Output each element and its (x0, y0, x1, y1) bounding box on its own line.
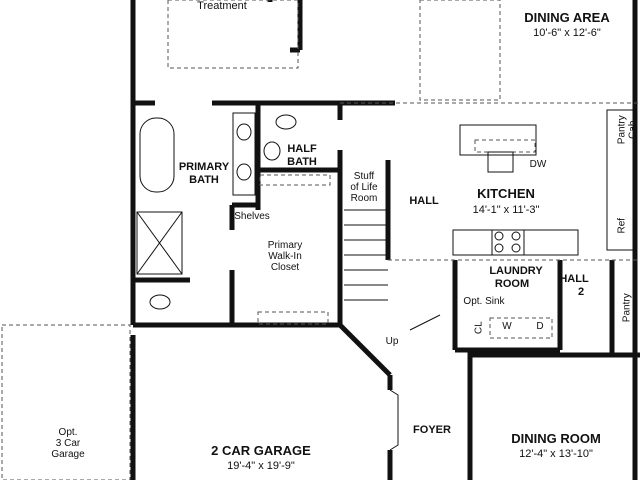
label-dryer: D (536, 321, 544, 332)
room-name-dining-area: DINING AREA (524, 10, 610, 25)
room-name-laundry-1: LAUNDRY (489, 265, 543, 277)
label-washer: W (502, 321, 512, 332)
room-label-stuff-of-life-3: Room (350, 193, 378, 204)
room-name-hall: HALL (409, 195, 439, 207)
label-pantry: Pantry (621, 293, 633, 323)
room-name-garage: 2 CAR GARAGE (211, 443, 311, 458)
room-size-dining-area: 10'-6" x 12'-6" (533, 27, 601, 39)
room-label-treatment: Treatment (197, 0, 247, 12)
label-stairs-up: Up (385, 336, 399, 347)
label-refrigerator: Ref (616, 217, 628, 234)
room-label-opt-garage-1: Opt. (58, 427, 78, 438)
room-size-kitchen: 14'-1" x 11'-3" (472, 204, 540, 216)
room-name-foyer: FOYER (413, 424, 451, 436)
room-label-closet-3: Closet (270, 262, 300, 273)
room-size-dining-room: 12'-4" x 13'-10" (519, 448, 593, 460)
label-opt-sink: Opt. Sink (463, 296, 505, 307)
label-pantry-cab-2: Cab (627, 120, 639, 139)
label-shelves: Shelves (234, 211, 270, 222)
label-dishwasher: DW (529, 159, 547, 170)
room-name-hall2-1: HALL (559, 273, 589, 285)
room-name-hall2-2: 2 (577, 286, 585, 298)
label-pantry-cab-1: Pantry (616, 115, 628, 145)
room-name-half-bath-1: HALF (287, 143, 317, 155)
room-label-opt-garage-2: 3 Car (55, 438, 81, 449)
room-name-primary-bath-1: PRIMARY (178, 161, 230, 173)
room-name-primary-bath-2: BATH (189, 174, 219, 186)
room-label-opt-garage-3: Garage (51, 449, 85, 460)
label-closet: CL (473, 321, 485, 335)
room-size-garage: 19'-4" x 19'-9" (227, 460, 295, 472)
room-name-kitchen: KITCHEN (477, 186, 535, 201)
room-name-half-bath-2: BATH (287, 156, 317, 168)
room-name-laundry-2: ROOM (494, 278, 530, 290)
room-label-stuff-of-life-2: of Life (350, 182, 378, 193)
room-label-closet-1: Primary (267, 240, 303, 251)
room-label-closet-2: Walk-In (268, 251, 302, 262)
room-name-dining-room: DINING ROOM (511, 431, 601, 446)
room-label-stuff-of-life-1: Stuff (353, 171, 375, 182)
